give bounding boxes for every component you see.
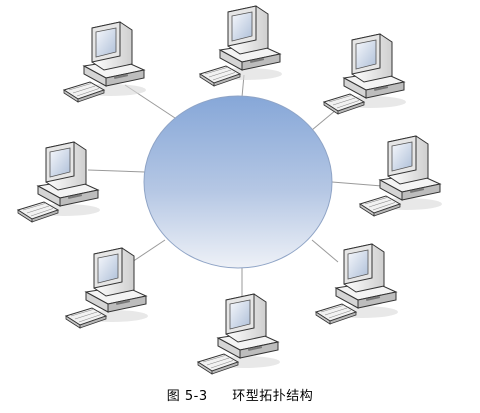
computer-node	[315, 243, 399, 325]
ring-network	[143, 95, 333, 269]
figure-number: 图 5-3	[166, 389, 208, 404]
link-line	[331, 181, 383, 187]
desktop-computer-icon	[323, 33, 407, 115]
figure-title: 环型拓扑结构	[232, 389, 314, 404]
link-line	[311, 239, 339, 263]
desktop-computer-icon	[17, 141, 101, 223]
link-line	[87, 169, 146, 173]
computer-node	[323, 33, 407, 115]
figure-caption: 图 5-3 环型拓扑结构	[0, 385, 480, 404]
computer-node	[63, 21, 147, 103]
desktop-computer-icon	[359, 135, 443, 217]
computer-node	[359, 135, 443, 217]
desktop-computer-icon	[197, 293, 281, 375]
computer-node	[17, 141, 101, 223]
desktop-computer-icon	[315, 243, 399, 325]
desktop-computer-icon	[63, 21, 147, 103]
computer-node	[197, 293, 281, 375]
desktop-computer-icon	[199, 5, 283, 87]
computer-node	[199, 5, 283, 87]
